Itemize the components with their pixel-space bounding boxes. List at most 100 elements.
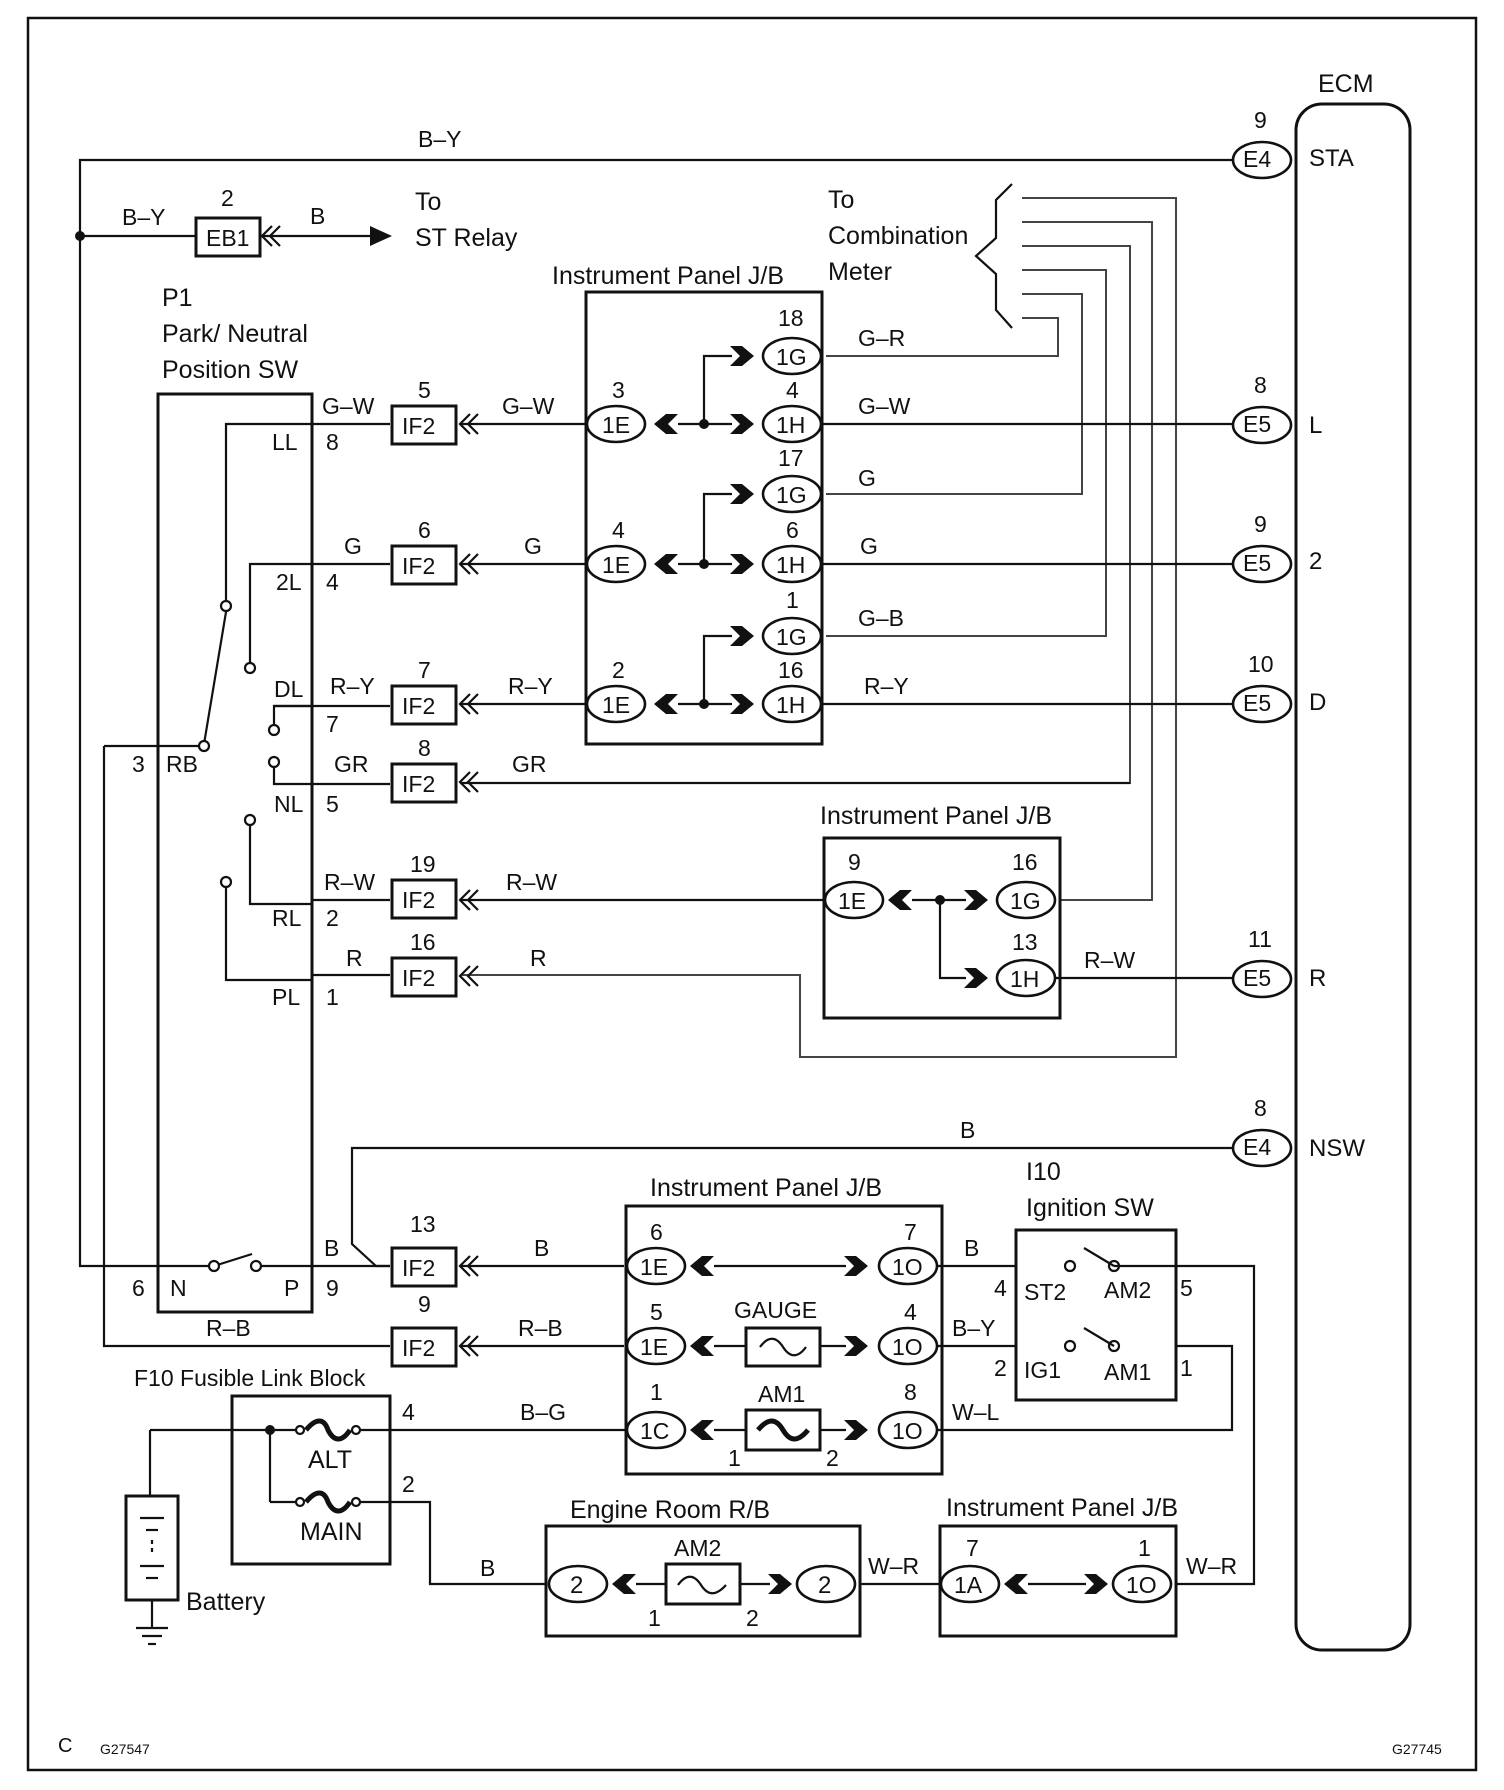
ecm-pin-number: 10 [1248, 651, 1274, 677]
jb-conn: 1C [640, 1418, 669, 1444]
if2-label: IF2 [402, 887, 435, 913]
if2-pin: 8 [418, 735, 431, 761]
sheet-corner-letter: C [58, 1735, 72, 1757]
jb-conn: 1G [776, 344, 807, 370]
jb-title: Instrument Panel J/B [820, 802, 1052, 830]
alt-fuse-label: ALT [308, 1446, 352, 1474]
terminal-name: P [284, 1275, 299, 1301]
jb-conn: 1E [602, 552, 630, 578]
ecm-connector-label: E5 [1243, 965, 1271, 991]
wire-color-label: G [524, 533, 542, 559]
wire-color-label: B–Y [952, 1315, 995, 1341]
ecm-signal-name: L [1309, 412, 1322, 439]
if2-label: IF2 [402, 965, 435, 991]
wire-color-label: B [964, 1235, 979, 1261]
ecm-connector-label: E5 [1243, 411, 1271, 437]
jb-conn: 1O [1126, 1572, 1157, 1598]
if2-pin: 16 [410, 929, 436, 955]
ecm-pin-number: 9 [1254, 511, 1267, 537]
wire-color-label: W–L [952, 1399, 1000, 1425]
sta-wire: B–Y [75, 126, 1232, 1268]
if2-label: IF2 [402, 553, 435, 579]
jb-conn: 1E [640, 1334, 668, 1360]
ecm-body [1294, 102, 1412, 1652]
am1-fuse-label: AM1 [758, 1381, 805, 1407]
if2-label: IF2 [402, 413, 435, 439]
wire-color-label: B [960, 1117, 975, 1143]
terminal-pin: 7 [326, 711, 339, 737]
instrument-panel-jb-4: W–R Instrument Panel J/B 7 1A 1 1O W–R [860, 1494, 1237, 1638]
ecm-pin-sta: 9 E4 STA [1231, 107, 1354, 180]
ign-terminal: ST2 [1024, 1279, 1066, 1305]
wire-color-label: R–Y [508, 673, 553, 699]
engine-rb-pin: 2 [818, 1572, 831, 1599]
jb-pin: 8 [904, 1379, 917, 1405]
ecm-pin-r: 11 E5 R [1231, 926, 1326, 999]
jb-conn: 1E [602, 412, 630, 438]
wire-color-label: G–W [322, 393, 375, 419]
combination-meter-ref: To Combination Meter [828, 183, 1013, 329]
engine-rb-title: Engine Room R/B [570, 1496, 770, 1524]
terminal-name: N [170, 1275, 187, 1301]
jb-pin: 5 [650, 1299, 663, 1325]
if2-row-7: B 13 IF2 B [324, 1211, 624, 1288]
comb-label-3: Meter [828, 258, 892, 286]
terminal-name: RL [272, 905, 302, 931]
comb-label-1: To [828, 186, 854, 214]
if2-label: IF2 [402, 771, 435, 797]
instrument-panel-jb-3: Instrument Panel J/B 6 1E 7 1O 5 1E GAUG… [624, 1174, 944, 1476]
terminal-name: RB [166, 751, 198, 777]
ecm-signal-name: NSW [1309, 1135, 1365, 1162]
ign-pin: 5 [1180, 1275, 1193, 1301]
jb-pin: 6 [786, 517, 799, 543]
am2-fuse-label: AM2 [674, 1535, 721, 1561]
wire-color-label: W–R [1186, 1553, 1237, 1579]
jb-conn: 1E [838, 888, 866, 914]
instrument-panel-jb-2: Instrument Panel J/B 9 1E 16 1G 13 1H R–… [820, 802, 1232, 1020]
ecm-pin-l: 8 E5 L [1231, 372, 1322, 445]
ecm-signal-name: STA [1309, 145, 1354, 172]
if2-row-6: R 16 IF2 R [312, 929, 547, 998]
wire-color-label: G–W [502, 393, 555, 419]
wire-color-label: G–B [858, 605, 904, 631]
terminal-pin: 3 [132, 751, 145, 777]
jb-pin: 4 [904, 1299, 917, 1325]
jb-conn: 1G [776, 482, 807, 508]
wire-color-label: R–W [506, 869, 557, 895]
wire-color-label: G [344, 533, 362, 559]
jb-conn: 1O [892, 1254, 923, 1280]
am1-pin: 2 [826, 1445, 839, 1471]
fusible-pin: 4 [402, 1399, 415, 1425]
ecm-pin-d: 10 E5 D [1231, 651, 1326, 724]
wire-color-label: W–R [868, 1553, 919, 1579]
gauge-fuse-label: GAUGE [734, 1297, 817, 1323]
ecm-pin-2: 9 E5 2 [1231, 511, 1322, 584]
wire-color-label: R [530, 945, 547, 971]
ignition-name: Ignition SW [1026, 1194, 1154, 1222]
eb1-pin: 2 [221, 185, 234, 211]
switch-name-2: Position SW [162, 356, 299, 384]
terminal-pin: 5 [326, 791, 339, 817]
jb-pin: 9 [848, 849, 861, 875]
wire-color-label: R–W [1084, 947, 1135, 973]
jb-pin: 7 [904, 1219, 917, 1245]
terminal-pin: 2 [326, 905, 339, 931]
jb-pin: 18 [778, 305, 804, 331]
if2-label: IF2 [402, 1255, 435, 1281]
st-relay-label-2: ST Relay [415, 224, 518, 252]
wire-color-label: G [860, 533, 878, 559]
engine-rb-pin: 2 [570, 1572, 583, 1599]
terminal-name: PL [272, 984, 300, 1010]
if2-row-8: R–B 9 IF2 R–B [206, 1291, 624, 1368]
jb-pin: 4 [786, 377, 799, 403]
comb-label-2: Combination [828, 222, 968, 250]
ign-pin: 1 [1180, 1355, 1193, 1381]
if2-connectors: G–W 5 IF2 G–W G 6 IF2 G R–Y 7 IF2 R–Y [206, 377, 1130, 1368]
jb-pin: 3 [612, 377, 625, 403]
wire-color-label: B–Y [418, 126, 461, 152]
jb-conn: 1H [1010, 966, 1039, 992]
if2-pin: 9 [418, 1291, 431, 1317]
fusible-link-block: F10 Fusible Link Block ALT MAIN 4 2 [124, 1365, 546, 1646]
battery-symbol [124, 1494, 180, 1646]
